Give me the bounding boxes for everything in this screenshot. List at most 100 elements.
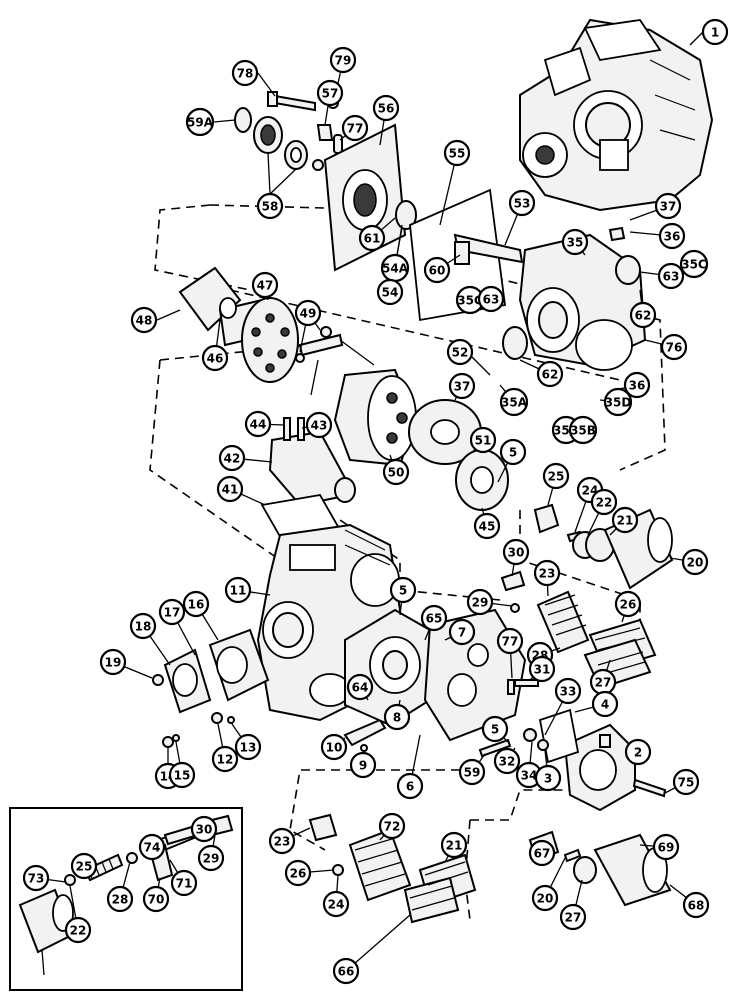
callout-number: 64 (352, 681, 369, 695)
callout-67: 67 (528, 839, 556, 867)
callout-number: 50 (388, 466, 405, 480)
callout-29-lower: 29 (197, 844, 225, 872)
callout-43: 43 (305, 411, 333, 439)
callout-circle (458, 758, 486, 786)
charge-pump (478, 679, 667, 812)
callout-number: 32 (499, 755, 516, 769)
callout-number: 35C (681, 258, 707, 272)
callout-number: 66 (338, 965, 355, 979)
callout-number: 3 (544, 772, 552, 786)
callout-45: 45 (473, 512, 501, 540)
callout-circle (623, 371, 651, 399)
callout-30: 30 (502, 538, 530, 566)
callout-circle (218, 444, 246, 472)
callout-circle (502, 538, 530, 566)
callout-circle (499, 438, 527, 466)
callout-circle (382, 458, 410, 486)
housing (502, 226, 647, 371)
callout-number: 60 (429, 264, 446, 278)
cover-plate-and-gasket (323, 123, 524, 322)
callout-circle (358, 224, 386, 252)
callout-number: 22 (70, 924, 87, 938)
callout-72: 72 (378, 812, 406, 840)
callout-circle (496, 627, 524, 655)
callout-63: 63 (657, 262, 685, 290)
callout-number: 7 (458, 626, 466, 640)
callout-number: 23 (539, 567, 556, 581)
callout-75: 75 (672, 768, 700, 796)
callout-circle (679, 249, 709, 279)
callout-21-lower: 21 (440, 831, 468, 859)
pump-assembly (519, 18, 714, 212)
callout-circle (234, 733, 262, 761)
callout-circle (568, 415, 598, 445)
callout-63-lower: 63 (477, 285, 505, 313)
callout-circle (231, 59, 259, 87)
callout-number: 79 (335, 54, 352, 68)
callout-circle (305, 411, 333, 439)
callout-13: 13 (234, 733, 262, 761)
callout-number: 35C (457, 294, 483, 308)
callout-circle (440, 831, 468, 859)
callout-circle (658, 222, 686, 250)
callout-circle (493, 747, 521, 775)
callout-circle (320, 733, 348, 761)
callout-circle (142, 885, 170, 913)
callout-circle (611, 506, 639, 534)
callout-number: 74 (144, 841, 161, 855)
callout-circle (481, 715, 509, 743)
callout-number: 37 (454, 380, 471, 394)
callout-50: 50 (382, 458, 410, 486)
callout-circle (559, 903, 587, 931)
callout-circle (130, 306, 158, 334)
callout-circle (448, 618, 476, 646)
callout-2: 2 (624, 738, 652, 766)
callout-10: 10 (320, 733, 348, 761)
callout-number: 54 (382, 286, 399, 300)
callout-number: 15 (174, 769, 191, 783)
callout-5-lower: 5 (481, 715, 509, 743)
callout-circle (256, 192, 284, 220)
callout-number: 1 (711, 26, 719, 40)
callout-circle (197, 844, 225, 872)
callout-5: 5 (499, 438, 527, 466)
callout-number: 71 (176, 877, 193, 891)
callout-circle (129, 612, 157, 640)
callout-number: 20 (687, 556, 704, 570)
left-adapter (152, 628, 270, 714)
callout-number: 19 (105, 656, 122, 670)
callout-79: 79 (329, 46, 357, 74)
callout-circle (99, 648, 127, 676)
callout-number: 58 (262, 200, 279, 214)
callout-number: 37 (660, 200, 677, 214)
callout-29: 29 (466, 588, 494, 616)
callout-61: 61 (358, 224, 386, 252)
callout-circle (389, 576, 417, 604)
callout-number: 6 (406, 780, 414, 794)
callout-59a: 59A (185, 107, 215, 137)
callout-circle (190, 815, 218, 843)
rotating-group (333, 368, 509, 511)
callout-circle (469, 426, 497, 454)
callout-73: 73 (22, 864, 50, 892)
callout-number: 29 (203, 852, 220, 866)
callout-number: 21 (446, 839, 463, 853)
callout-circle (322, 890, 350, 918)
callout-number: 26 (620, 598, 637, 612)
callout-circle (533, 559, 561, 587)
callout-circle (211, 745, 239, 773)
callout-42: 42 (218, 444, 246, 472)
callout-58: 58 (256, 192, 284, 220)
callout-circle (499, 387, 529, 417)
callout-74: 74 (138, 833, 166, 861)
callout-37-lower: 37 (448, 372, 476, 400)
callout-60: 60 (423, 256, 451, 284)
callout-circle (591, 690, 619, 718)
callout-66: 66 (332, 957, 360, 985)
callout-number: 27 (595, 676, 612, 690)
callout-number: 11 (230, 584, 247, 598)
callout-number: 8 (393, 711, 401, 725)
callout-circle (477, 285, 505, 313)
callout-number: 30 (196, 823, 213, 837)
